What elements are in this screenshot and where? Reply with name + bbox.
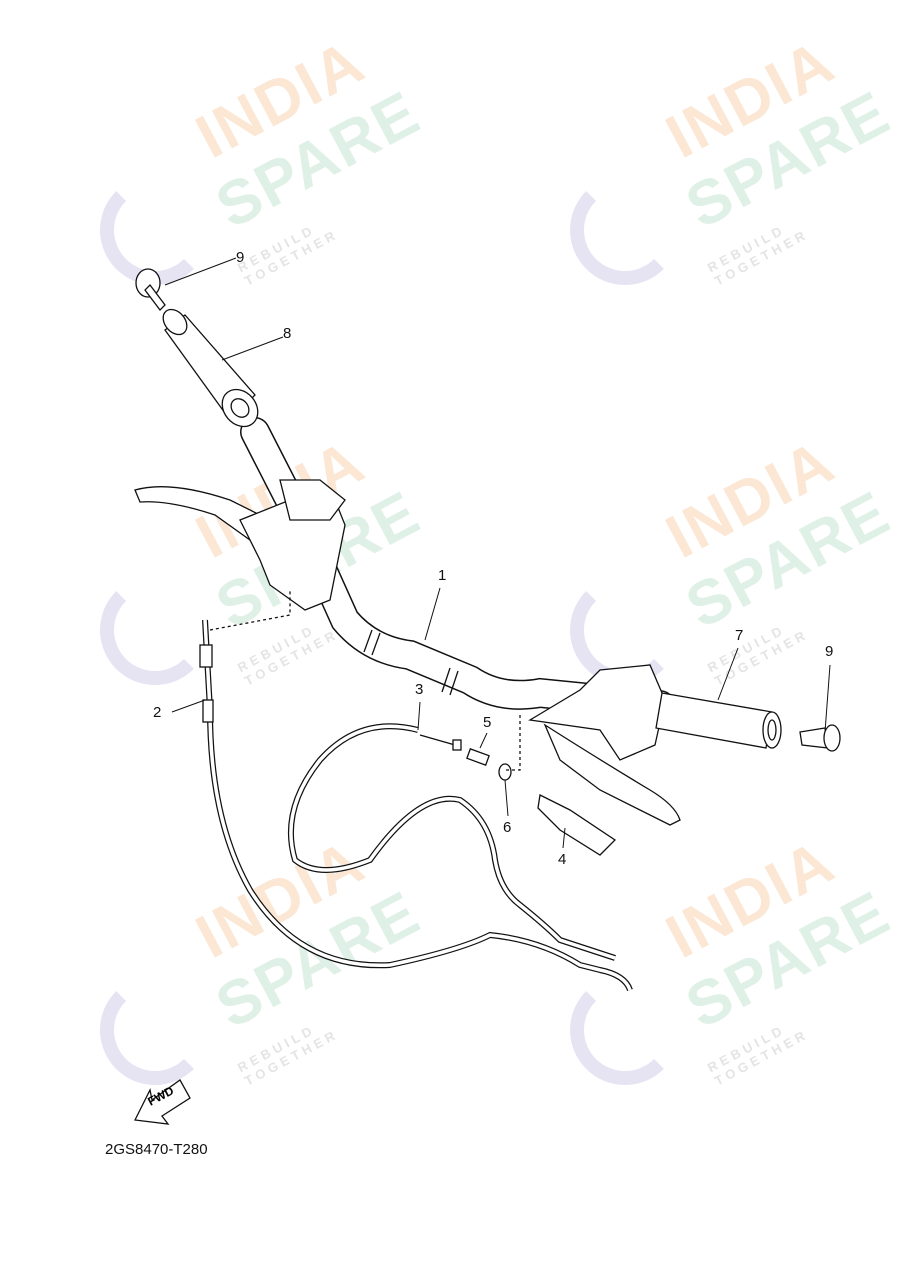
cable-3 — [287, 723, 616, 961]
callout-7: 7 — [735, 627, 744, 644]
guide-line — [505, 715, 521, 771]
callout-6: 6 — [503, 819, 512, 836]
callout-9-right: 9 — [825, 643, 834, 660]
throttle-cable — [199, 590, 633, 992]
callout-8: 8 — [283, 325, 292, 342]
left-lever-holder — [134, 479, 346, 611]
handlebar — [240, 417, 675, 720]
callout-4: 4 — [558, 851, 567, 868]
callout-5: 5 — [483, 714, 492, 731]
callout-9-left: 9 — [236, 249, 245, 266]
fwd-arrow-icon — [134, 1079, 191, 1125]
left-grip — [162, 308, 259, 428]
cable-boot — [537, 794, 617, 856]
callout-3: 3 — [415, 681, 424, 698]
diagram-code: 2GS8470-T280 — [105, 1141, 208, 1158]
callout-2: 2 — [153, 704, 162, 721]
adjuster-bolt — [466, 748, 490, 766]
right-grip — [655, 692, 782, 749]
callout-1: 1 — [438, 567, 447, 584]
locknut — [498, 763, 512, 781]
bar-end-weight-right — [799, 724, 841, 752]
leader-lines — [164, 257, 831, 849]
bar-end-weight-left — [135, 268, 166, 311]
